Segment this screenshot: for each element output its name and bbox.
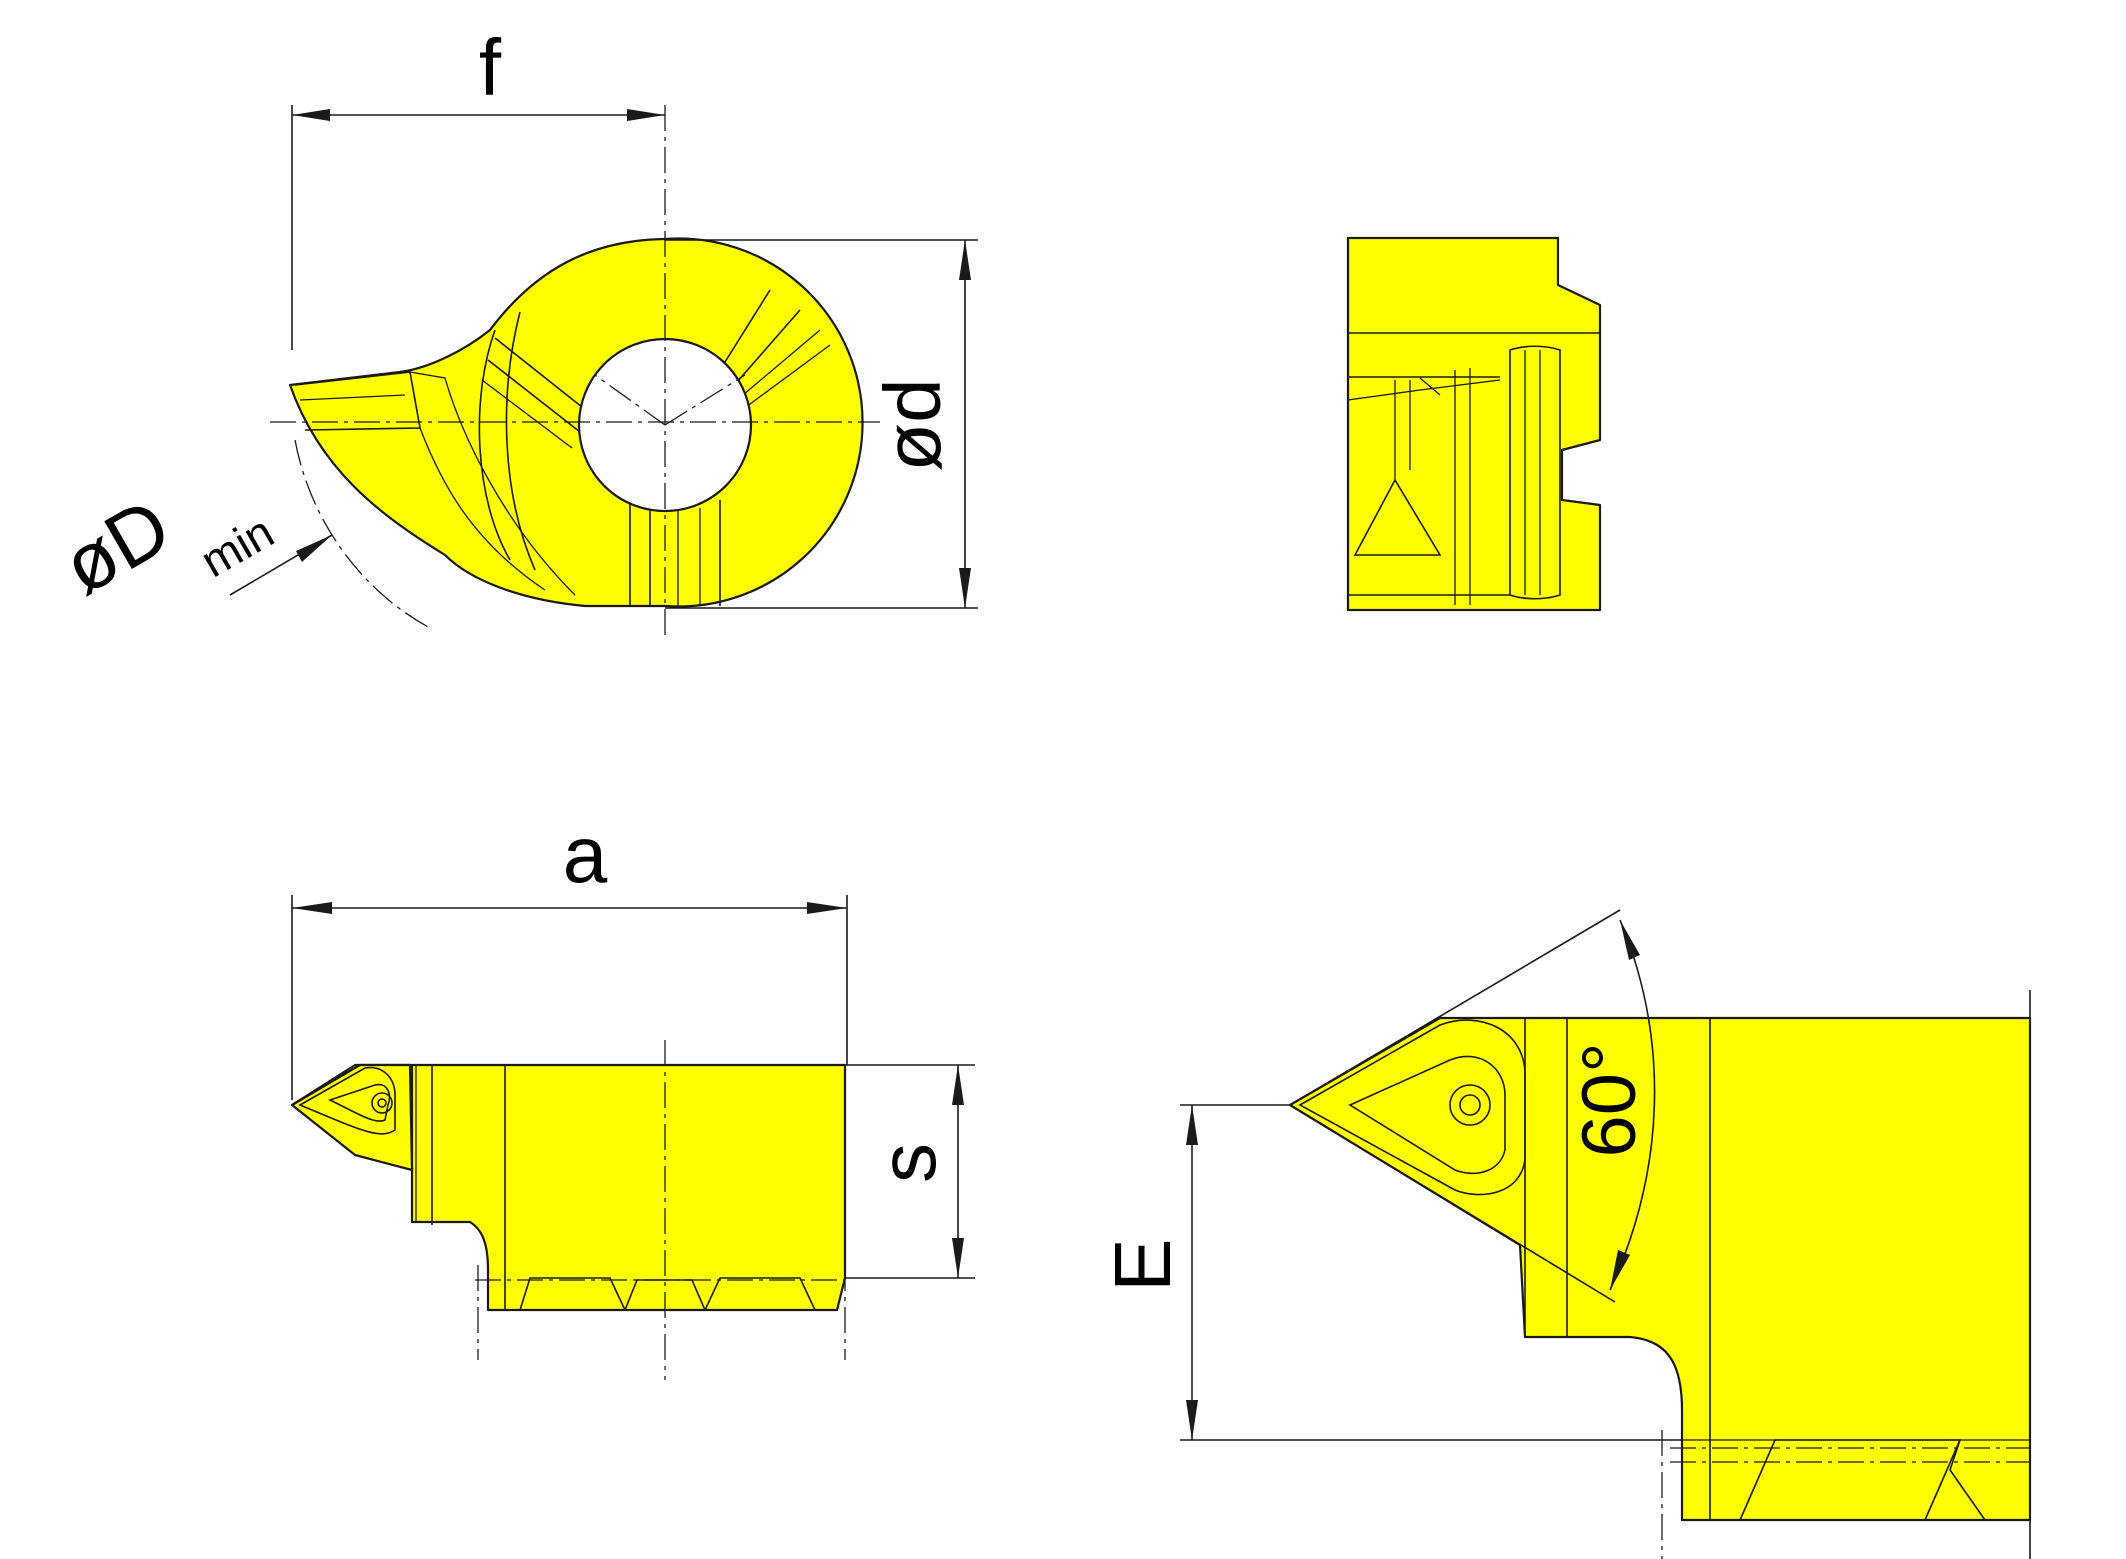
detail-view [1180,909,2032,1559]
label-oD: øD [48,481,185,611]
label-od: ød [868,378,957,471]
front-view [290,895,975,1380]
label-a: a [563,810,608,899]
side-view [1346,236,1602,612]
label-E: E [1098,1238,1187,1291]
top-view [229,105,978,640]
label-angle: 60° [1567,1043,1652,1158]
side-view-body [1346,236,1602,612]
label-f: f [479,23,502,112]
detail-view-body [1288,1016,2032,1522]
label-s: s [863,1143,952,1183]
label-min: min [192,505,282,587]
